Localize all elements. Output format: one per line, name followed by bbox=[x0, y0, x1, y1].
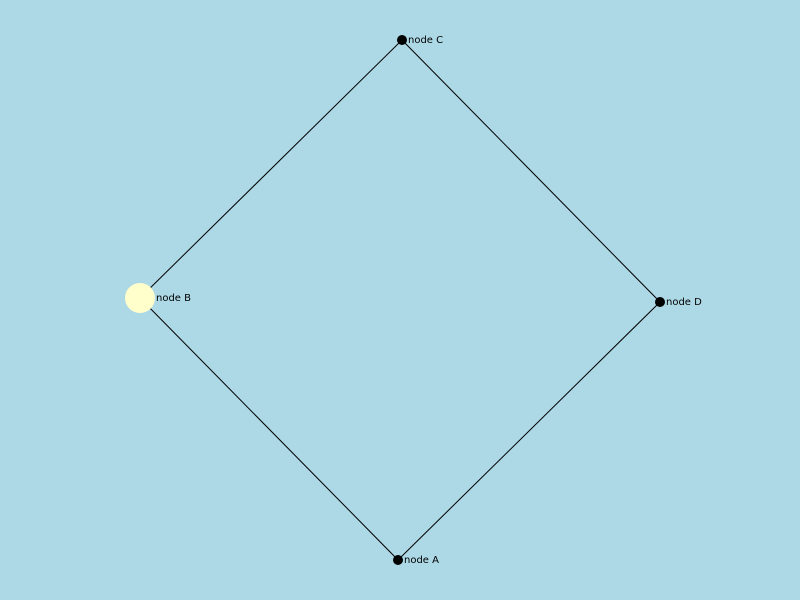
node-label-d: node D bbox=[666, 297, 702, 308]
edge-c-d bbox=[401, 39, 661, 303]
nodes-layer: node A node B node C node D bbox=[125, 35, 702, 566]
edge-b-c bbox=[139, 39, 403, 299]
graph-node-c[interactable]: node C bbox=[397, 35, 443, 46]
node-marker-b[interactable] bbox=[125, 283, 155, 313]
node-label-a: node A bbox=[404, 555, 439, 566]
graph-node-a[interactable]: node A bbox=[393, 555, 439, 566]
graph-node-d[interactable]: node D bbox=[655, 297, 702, 308]
edge-d-a bbox=[397, 301, 661, 561]
edges-layer bbox=[139, 39, 661, 561]
graph-node-b[interactable]: node B bbox=[125, 283, 191, 313]
edge-a-b bbox=[139, 297, 399, 561]
node-label-b: node B bbox=[156, 293, 191, 304]
node-marker-d[interactable] bbox=[655, 297, 665, 307]
node-label-c: node C bbox=[408, 35, 443, 46]
node-marker-c[interactable] bbox=[397, 35, 407, 45]
node-marker-a[interactable] bbox=[393, 555, 403, 565]
